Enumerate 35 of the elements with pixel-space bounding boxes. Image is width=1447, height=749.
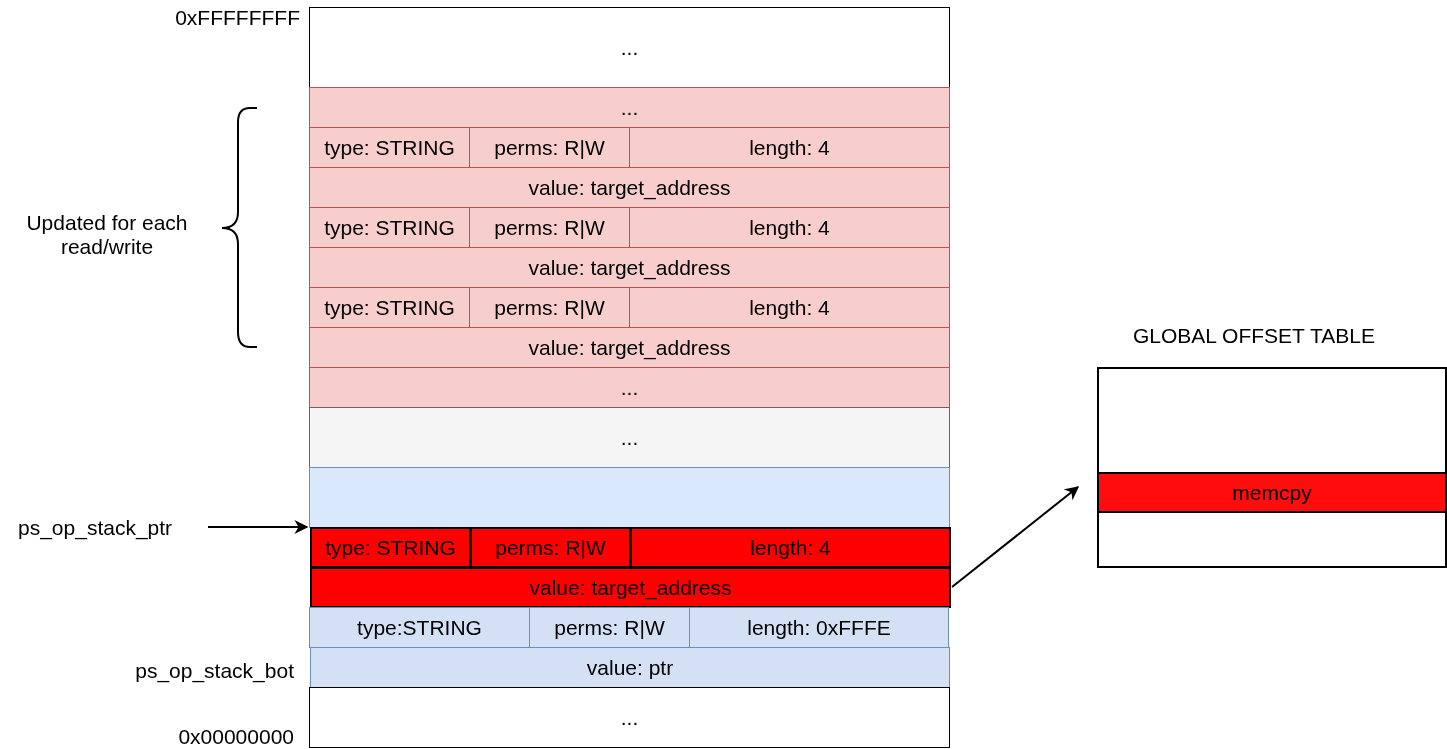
address-label: 0x00000000	[178, 725, 294, 749]
address-label: 0xFFFFFFFF	[175, 6, 300, 30]
stack-cell: value: ptr	[310, 647, 950, 688]
pointer-label: ps_op_stack_ptr	[18, 513, 200, 543]
memory-cell: ...	[309, 407, 950, 468]
memory-cell: length: 4	[629, 207, 950, 248]
stack-cell: perms: R|W	[470, 527, 631, 568]
memory-cell: type: STRING	[309, 207, 470, 248]
memory-cell: ...	[309, 687, 950, 748]
stack-cell: value: target_address	[310, 567, 951, 608]
stack-region	[309, 467, 950, 528]
memory-cell: length: 4	[629, 287, 950, 328]
memory-cell: value: target_address	[309, 167, 950, 208]
stack-cell: type:STRING	[309, 607, 530, 648]
arrow	[951, 486, 1080, 588]
memory-cell: type: STRING	[309, 287, 470, 328]
table-title: GLOBAL OFFSET TABLE	[1133, 324, 1375, 348]
stack-cell: length: 4	[630, 527, 951, 568]
annotation-text: Updated for each read/write	[25, 211, 189, 259]
memory-cell: perms: R|W	[469, 207, 630, 248]
stack-cell: length: 0xFFFE	[689, 607, 949, 648]
table-row: memcpy	[1097, 472, 1447, 513]
memory-cell: value: target_address	[309, 327, 950, 368]
memory-cell: perms: R|W	[469, 127, 630, 168]
memory-cell: ...	[309, 367, 950, 408]
memory-cell: type: STRING	[309, 127, 470, 168]
address-label: ps_op_stack_bot	[135, 659, 294, 683]
memory-cell: length: 4	[629, 127, 950, 168]
memory-cell: ...	[309, 7, 950, 88]
memory-cell: ...	[309, 87, 950, 128]
stack-cell: perms: R|W	[529, 607, 690, 648]
arrow	[207, 520, 309, 534]
memory-cell: perms: R|W	[469, 287, 630, 328]
memory-cell: value: target_address	[309, 247, 950, 288]
stack-cell: type: STRING	[310, 527, 471, 568]
